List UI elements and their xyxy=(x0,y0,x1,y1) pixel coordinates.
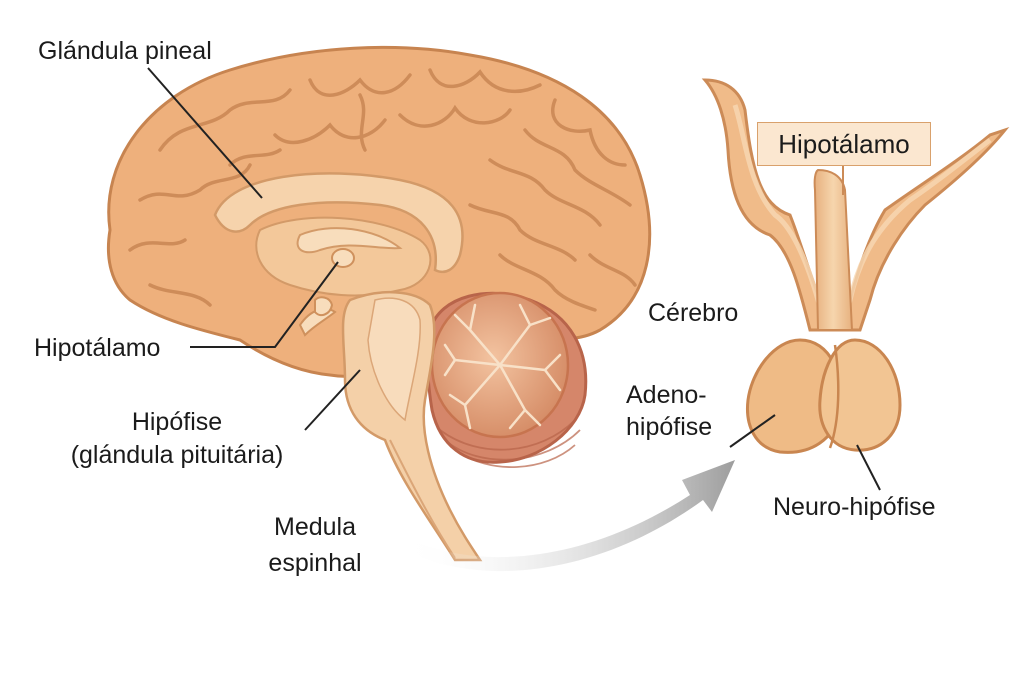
label-pineal-gland: Glándula pineal xyxy=(38,37,212,65)
hypothalamus-leader xyxy=(190,261,339,348)
label-spinal-cord-line1: Medula xyxy=(274,513,356,541)
leader-lines xyxy=(147,67,881,491)
label-pituitary-line1: Hipófise xyxy=(131,408,223,436)
label-spinal-cord-line2: espinhal xyxy=(268,549,362,577)
neuro-leader xyxy=(856,444,881,491)
label-adenohypophysis-line1: Adeno- xyxy=(626,381,707,409)
label-hypothalamus: Hipotálamo xyxy=(34,334,161,362)
label-cerebrum: Cérebro xyxy=(648,299,739,327)
label-hypothalamus-box: Hipotálamo xyxy=(757,122,931,166)
pituitary-detail xyxy=(701,78,1010,454)
brainstem xyxy=(341,291,483,562)
pineal-leader xyxy=(147,67,263,199)
label-neurohypophysis: Neuro-hipófise xyxy=(773,493,936,521)
cerebellum xyxy=(425,291,588,468)
pituitary-leader xyxy=(304,369,361,431)
label-adenohypophysis-line2: hipófise xyxy=(626,413,713,441)
curved-arrow xyxy=(400,460,735,572)
adeno-leader xyxy=(729,414,776,448)
label-pituitary-line2: (glándula pituitária) xyxy=(70,441,284,469)
